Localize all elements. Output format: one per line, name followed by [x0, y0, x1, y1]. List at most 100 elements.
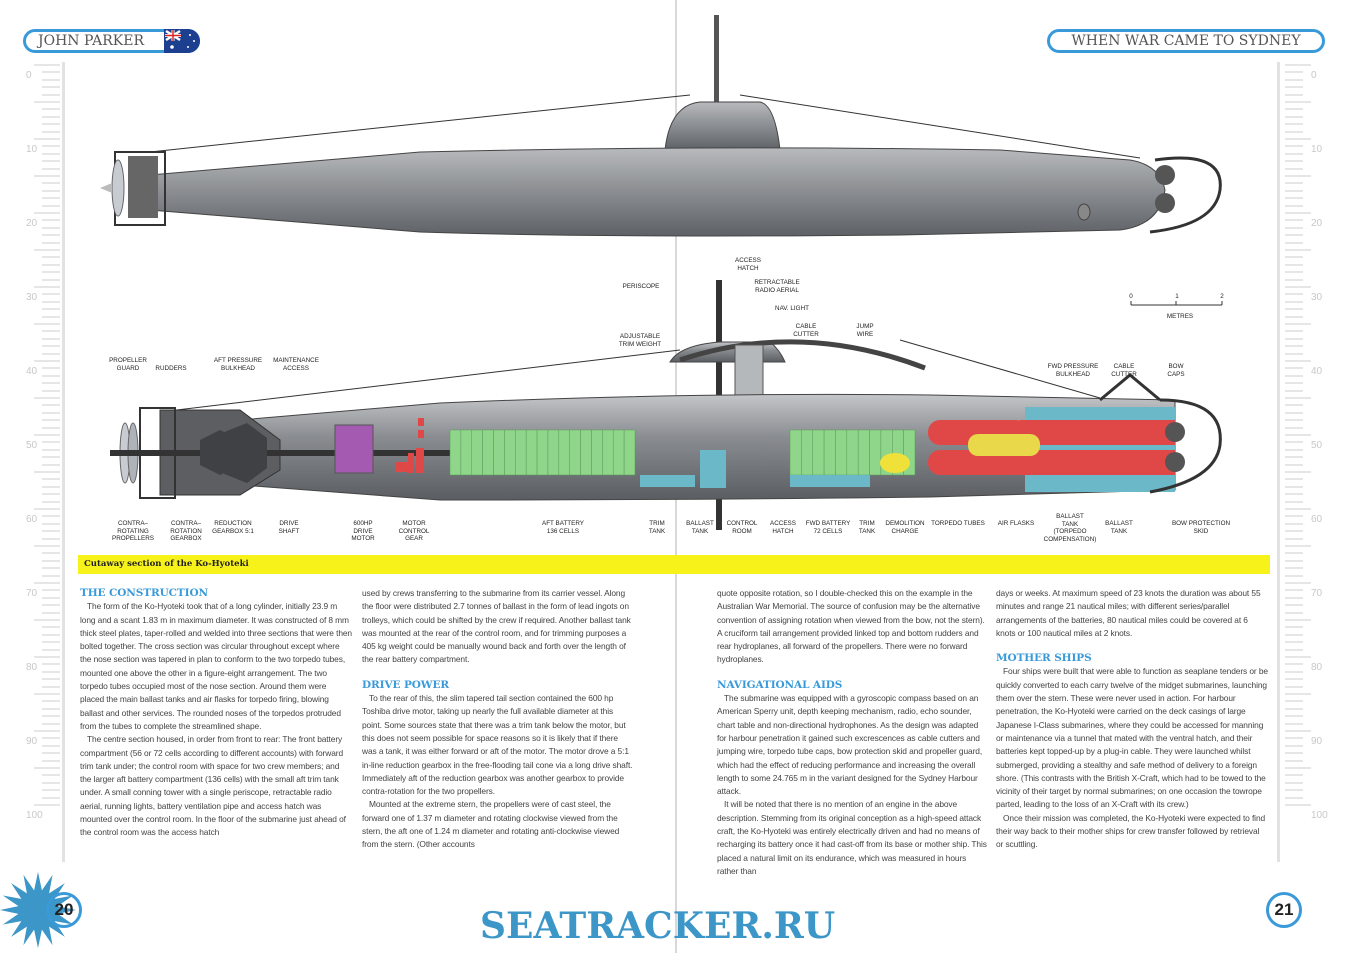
ruler-tick — [1285, 389, 1303, 392]
article-column-3: quote opposite rotation, so I double-che… — [717, 587, 989, 878]
diagram-label: CONTROL ROOM — [726, 520, 758, 535]
diagram-label: CABLE CUTTER — [1111, 363, 1137, 378]
diagram-label: PERISCOPE — [622, 283, 660, 290]
ruler-tick — [42, 426, 60, 429]
ruler-tick — [1285, 700, 1303, 703]
ruler-tick — [42, 382, 60, 385]
ruler-tick — [42, 707, 60, 710]
diagram-label: JUMP WIRE — [856, 323, 874, 338]
battery-cell — [449, 429, 462, 476]
ruler-tick — [1285, 145, 1303, 148]
ruler-tick — [42, 552, 60, 555]
ruler-tick — [34, 249, 60, 251]
ruler-tick — [1285, 167, 1303, 170]
figure-caption: Cutaway section of the Ko-Hyoteki — [78, 555, 1270, 574]
ruler-tick — [1285, 715, 1303, 718]
ruler-tick — [1285, 93, 1303, 96]
ruler-tick — [1285, 804, 1311, 806]
paragraph: It will be noted that there is no mentio… — [717, 799, 987, 876]
battery-cell — [536, 429, 549, 476]
ruler-tick — [1285, 308, 1303, 311]
ruler-tick — [1285, 315, 1303, 318]
diagram-label: FWD BATTERY 72 CELLS — [805, 520, 851, 535]
ruler-tick — [42, 278, 60, 281]
ruler-tick — [42, 241, 60, 244]
scale-tick-label: 1 — [1175, 293, 1179, 300]
ruler-tick — [42, 78, 60, 81]
ruler-tick — [42, 123, 60, 126]
diagram-label: TRIM TANK — [858, 520, 876, 535]
ruler-tick — [1285, 175, 1311, 177]
diagram-label: DRIVE SHAFT — [278, 520, 300, 535]
ruler-tick — [1285, 278, 1303, 281]
ruler-tick — [42, 115, 60, 118]
ruler-tick — [42, 648, 60, 651]
article-column-1: THE CONSTRUCTION The form of the Ko-Hyot… — [80, 587, 352, 840]
ruler-tick — [1285, 670, 1303, 673]
ruler-tick — [1285, 337, 1303, 340]
ruler-tick — [1285, 330, 1303, 333]
ruler-tick — [42, 796, 60, 799]
ruler-tick — [1285, 463, 1303, 466]
ruler-tick — [1285, 300, 1303, 303]
ruler-tick — [42, 234, 60, 237]
ruler-tick — [1285, 189, 1303, 192]
paragraph: Mounted at the extreme stern, the propel… — [362, 799, 620, 850]
ruler-tick — [1285, 737, 1303, 740]
ruler-tick — [1285, 685, 1303, 688]
battery-cell — [525, 429, 538, 476]
ruler-tick — [1285, 249, 1311, 251]
ruler-tick — [42, 71, 60, 74]
ruler-tick — [1285, 419, 1303, 422]
ruler-tick — [34, 471, 60, 473]
battery-cell — [903, 429, 916, 476]
ruler-mark: 90 — [26, 736, 38, 747]
ruler-tick — [1285, 434, 1311, 436]
ruler-tick — [1285, 241, 1303, 244]
ruler-tick — [42, 641, 60, 644]
ruler-tick — [1285, 152, 1303, 155]
ruler-tick — [1285, 707, 1303, 710]
ruler-tick — [34, 138, 60, 140]
section-heading: MOTHER SHIPS — [996, 652, 1092, 665]
ruler-tick — [42, 596, 60, 599]
page-number-right: 21 — [1266, 892, 1302, 928]
ruler-tick — [1285, 212, 1311, 214]
ruler-tick — [1285, 123, 1303, 126]
ruler-tick — [1285, 352, 1303, 355]
author-name: JOHN PARKER — [38, 33, 145, 49]
ruler-tick — [1285, 693, 1311, 695]
battery-cell — [623, 429, 636, 476]
ruler-mark: 10 — [1311, 144, 1323, 155]
ruler-tick — [42, 626, 60, 629]
ruler-mark: 80 — [1311, 662, 1323, 673]
ruler-tick — [42, 315, 60, 318]
ruler-tick — [42, 293, 60, 296]
ruler-tick — [1285, 86, 1303, 89]
scale-tick-label: 0 — [1129, 293, 1133, 300]
battery-cell — [869, 429, 882, 476]
ruler-tick — [42, 737, 60, 740]
ruler-tick — [1285, 448, 1303, 451]
diagram-label: CABLE CUTTER — [793, 323, 819, 338]
ruler-tick — [42, 567, 60, 570]
ruler-tick — [34, 64, 60, 66]
author-header: JOHN PARKER — [23, 29, 200, 53]
diagram-label: RETRACTABLE RADIO AERIAL — [754, 279, 800, 294]
ruler-tick — [1285, 515, 1303, 518]
ruler-tick — [42, 226, 60, 229]
ruler-tick — [1285, 160, 1303, 163]
ruler-tick — [1285, 263, 1303, 266]
battery-cell — [515, 429, 527, 476]
diagram-label: MAINTENANCE ACCESS — [273, 357, 319, 372]
ruler-tick — [1285, 71, 1303, 74]
diagram-label: ADJUSTABLE TRIM WEIGHT — [618, 333, 662, 348]
ruler-tick — [42, 374, 60, 377]
ruler-tick — [1285, 626, 1303, 629]
diagram-label: FWD PRESSURE BULKHEAD — [1047, 363, 1099, 378]
diagram-label: 600HP DRIVE MOTOR — [351, 520, 375, 543]
battery-cell — [801, 429, 813, 476]
ruler-tick — [34, 101, 60, 103]
ruler-tick — [34, 397, 60, 399]
